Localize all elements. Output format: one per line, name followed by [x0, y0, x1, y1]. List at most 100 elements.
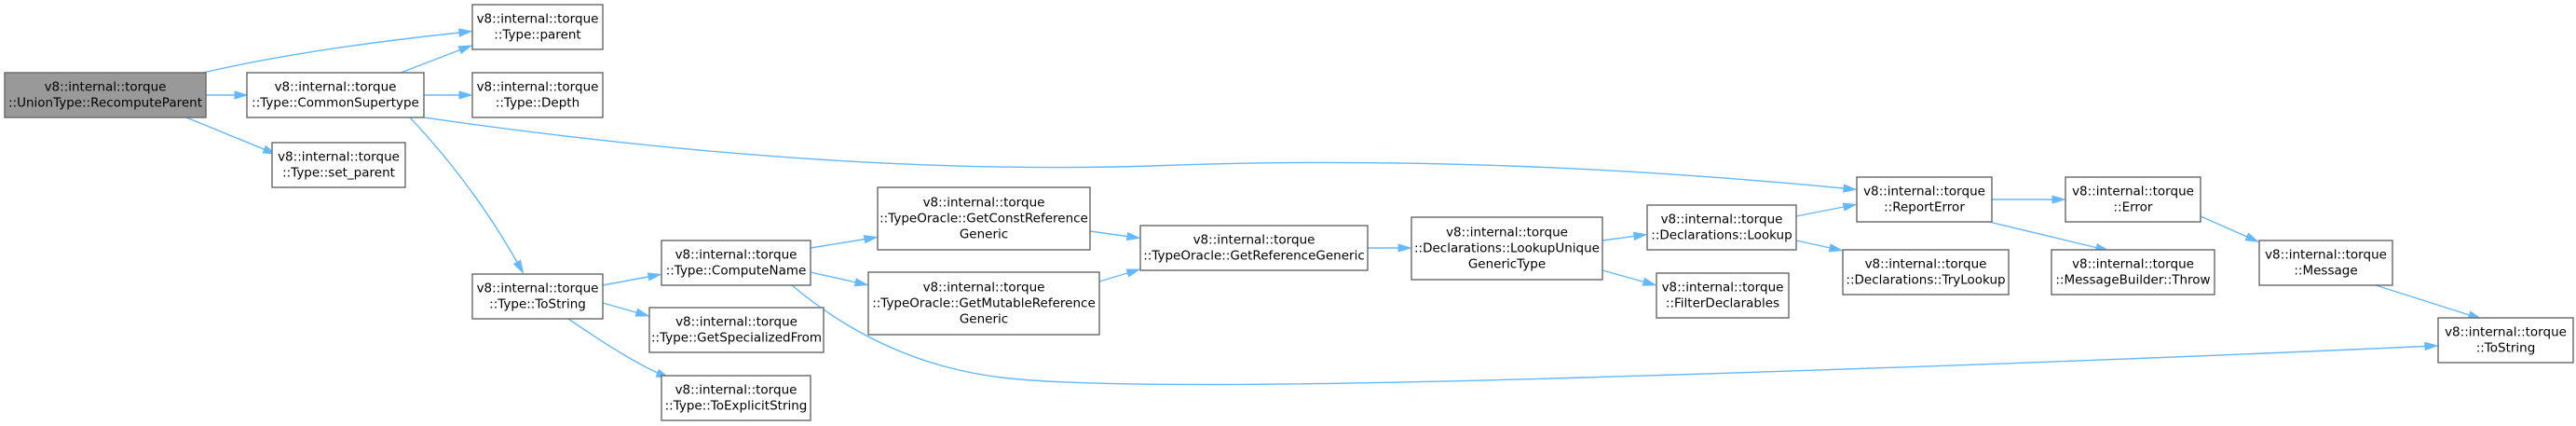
edge-common-to-depth — [424, 90, 473, 100]
node-label-line: v8::internal::torque — [275, 80, 397, 95]
edge-lookupunique-to-filterdecl — [1601, 269, 1657, 286]
edge-line — [202, 31, 470, 74]
node-label-line: v8::internal::torque — [1661, 213, 1783, 227]
node-label-line: v8::internal::torque — [477, 12, 599, 27]
node-box — [2258, 240, 2393, 286]
node-label-line: ::Message — [2294, 264, 2357, 279]
graph-node-lookup[interactable]: v8::internal::torque::Declarations::Look… — [1646, 204, 1797, 251]
node-label-line: v8::internal::torque — [675, 315, 797, 330]
node-box — [1856, 176, 1993, 223]
edge-lookupunique-to-lookup — [1601, 231, 1648, 241]
arrowhead — [2244, 232, 2260, 242]
arrowhead — [458, 90, 473, 100]
edge-recompute-to-parent — [202, 28, 473, 74]
arrowhead — [234, 90, 249, 100]
node-box — [648, 307, 825, 353]
node-label-line: ::Type::GetSpecializedFrom — [651, 331, 822, 346]
node-label-line: ::ReportError — [1884, 200, 1965, 215]
graph-node-lookupunique[interactable]: v8::internal::torque::Declarations::Look… — [1411, 216, 1603, 281]
edge-recompute-to-setparent — [185, 117, 278, 155]
graph-node-depth[interactable]: v8::internal::torque::Type::Depth — [471, 72, 604, 118]
edge-recompute-to-common — [206, 90, 249, 100]
nodes-layer: v8::internal::torque::UnionType::Recompu… — [4, 4, 2574, 421]
graph-node-tostring[interactable]: v8::internal::torque::Type::ToString — [471, 273, 604, 320]
node-label-line: ::Type::CommonSupertype — [252, 96, 419, 111]
graph-node-trylookup[interactable]: v8::internal::torque::Declarations::TryL… — [1842, 249, 2010, 295]
edge-getconstref-to-getrefgeneric — [1089, 230, 1141, 241]
edge-getmutref-to-getrefgeneric — [1098, 268, 1141, 282]
node-box — [661, 375, 811, 421]
node-label-line: v8::internal::torque — [923, 281, 1045, 295]
arrowhead — [458, 28, 473, 37]
node-label-line: v8::internal::torque — [477, 80, 599, 95]
arrowhead — [1842, 202, 1858, 212]
graph-node-reporterror[interactable]: v8::internal::torque::ReportError — [1856, 176, 1993, 223]
edge-line — [185, 117, 274, 154]
node-label-line: Generic — [960, 312, 1008, 327]
node-label-line: ::Type::Depth — [496, 96, 579, 111]
edge-tostring-to-getspecialized — [602, 302, 650, 317]
graph-node-computename[interactable]: v8::internal::torque::Type::ComputeName — [661, 240, 811, 286]
edge-reporterror-to-error — [1992, 195, 2066, 204]
graph-node-throw[interactable]: v8::internal::torque::MessageBuilder::Th… — [2051, 249, 2215, 295]
graph-node-parent[interactable]: v8::internal::torque::Type::parent — [471, 4, 604, 50]
graph-node-message[interactable]: v8::internal::torque::Message — [2258, 240, 2393, 286]
graph-node-getspecialized[interactable]: v8::internal::torque::Type::GetSpecializ… — [648, 307, 825, 353]
edge-getrefgeneric-to-lookupunique — [1368, 243, 1412, 253]
edge-lookup-to-trylookup — [1795, 240, 1844, 253]
node-box — [1646, 204, 1797, 251]
node-label-line: v8::internal::torque — [2265, 248, 2387, 263]
node-box — [4, 72, 207, 118]
node-box — [2065, 176, 2201, 223]
edge-computename-to-getmutref — [810, 271, 869, 287]
node-label-line: ::Type::ComputeName — [666, 264, 807, 279]
node-box — [271, 142, 406, 188]
edge-common-to-reporterror — [423, 117, 1858, 193]
node-label-line: v8::internal::torque — [1193, 233, 1315, 248]
arrowhead — [1843, 184, 1858, 193]
graph-node-error[interactable]: v8::internal::torque::Error — [2065, 176, 2201, 223]
node-label-line: ::Type::set_parent — [282, 166, 395, 181]
edge-lookup-to-reporterror — [1795, 202, 1858, 217]
node-label-line: v8::internal::torque — [477, 282, 599, 296]
arrowhead — [1642, 277, 1657, 286]
edge-tostring-to-computename — [602, 272, 662, 286]
node-box — [2051, 249, 2215, 295]
node-label-line: ::TypeOracle::GetConstReference — [879, 212, 1088, 227]
node-label-line: Generic — [960, 227, 1008, 242]
arrowhead — [1125, 231, 1141, 241]
graph-node-filterdecl[interactable]: v8::internal::torque::FilterDeclarables — [1656, 272, 1790, 319]
arrowhead — [2424, 341, 2439, 351]
graph-node-recompute[interactable]: v8::internal::torque::UnionType::Recompu… — [4, 72, 207, 118]
node-label-line: ::Type::parent — [494, 28, 580, 43]
graph-node-getmutref[interactable]: v8::internal::torque::TypeOracle::GetMut… — [867, 271, 1100, 336]
edge-common-to-tostring — [409, 117, 525, 275]
node-label-line: ::Error — [2113, 200, 2152, 215]
edge-line — [423, 117, 1854, 190]
edge-line — [791, 284, 2435, 386]
graph-node-common[interactable]: v8::internal::torque::Type::CommonSupert… — [246, 72, 425, 118]
node-label-line: ::FilterDeclarables — [1666, 296, 1779, 311]
node-box — [1656, 272, 1790, 319]
node-box — [246, 72, 425, 118]
node-label-line: ::UnionType::RecomputeParent — [8, 96, 202, 111]
graph-node-toplevelstring[interactable]: v8::internal::torque::ToString — [2437, 317, 2574, 364]
edge-line — [1988, 221, 2106, 251]
graph-node-getconstref[interactable]: v8::internal::torque::TypeOracle::GetCon… — [877, 186, 1091, 251]
node-box — [877, 186, 1091, 251]
graph-node-getrefgeneric[interactable]: v8::internal::torque::TypeOracle::GetRef… — [1139, 225, 1369, 271]
node-label-line: ::MessageBuilder::Throw — [2055, 273, 2210, 288]
edge-line — [2200, 215, 2256, 241]
arrowhead — [853, 278, 869, 287]
node-label-line: ::Declarations::TryLookup — [1846, 273, 2005, 288]
arrowhead — [1828, 243, 1844, 253]
graph-node-toexplicit[interactable]: v8::internal::torque::Type::ToExplicitSt… — [661, 375, 811, 421]
node-box — [471, 72, 604, 118]
arrowhead — [863, 235, 879, 244]
arrowhead — [647, 272, 662, 282]
edges-layer — [185, 28, 2483, 386]
graph-node-setparent[interactable]: v8::internal::torque::Type::set_parent — [271, 142, 406, 188]
edge-error-to-message — [2200, 215, 2260, 242]
edge-line — [2375, 284, 2479, 319]
